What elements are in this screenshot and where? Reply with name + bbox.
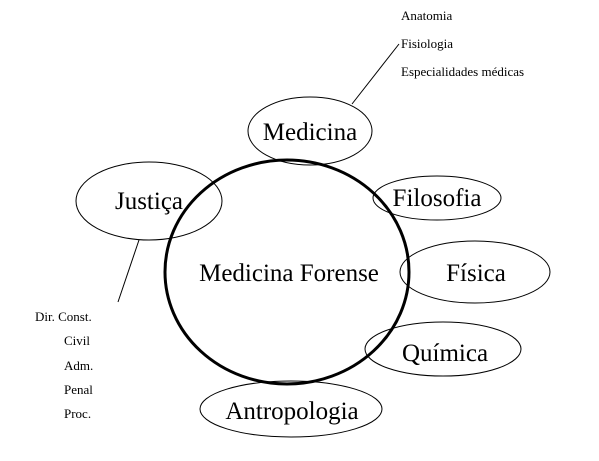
quimica-label: Química [402,340,488,367]
justica-note: Adm. [64,358,93,373]
filosofia-label: Filosofia [393,185,482,212]
justica-note: Penal [64,382,93,397]
filosofia-ellipse [372,175,502,221]
medicina-note: Anatomia [401,8,452,23]
justica-notes-connector [117,239,140,303]
medicina-note: Fisiologia [401,36,453,51]
justica-note: Proc. [64,406,91,421]
antropologia-label: Antropologia [225,398,358,425]
fisica-ellipse [399,240,551,304]
fisica-label: Física [446,260,506,287]
medicina-notes-connector [351,43,400,105]
justica-ellipse [75,161,223,241]
justica-label: Justiça [115,188,183,215]
justica-note: Dir. Const. [35,309,92,324]
justica-note: Civil [64,333,90,348]
medicina-note: Especialidades médicas [401,64,524,79]
medicina-ellipse [247,96,373,166]
medicina-label: Medicina [263,119,357,146]
quimica-ellipse [364,321,522,377]
antropologia-ellipse [199,380,383,438]
center-circle [163,158,411,386]
center-label: Medicina Forense [199,260,379,287]
